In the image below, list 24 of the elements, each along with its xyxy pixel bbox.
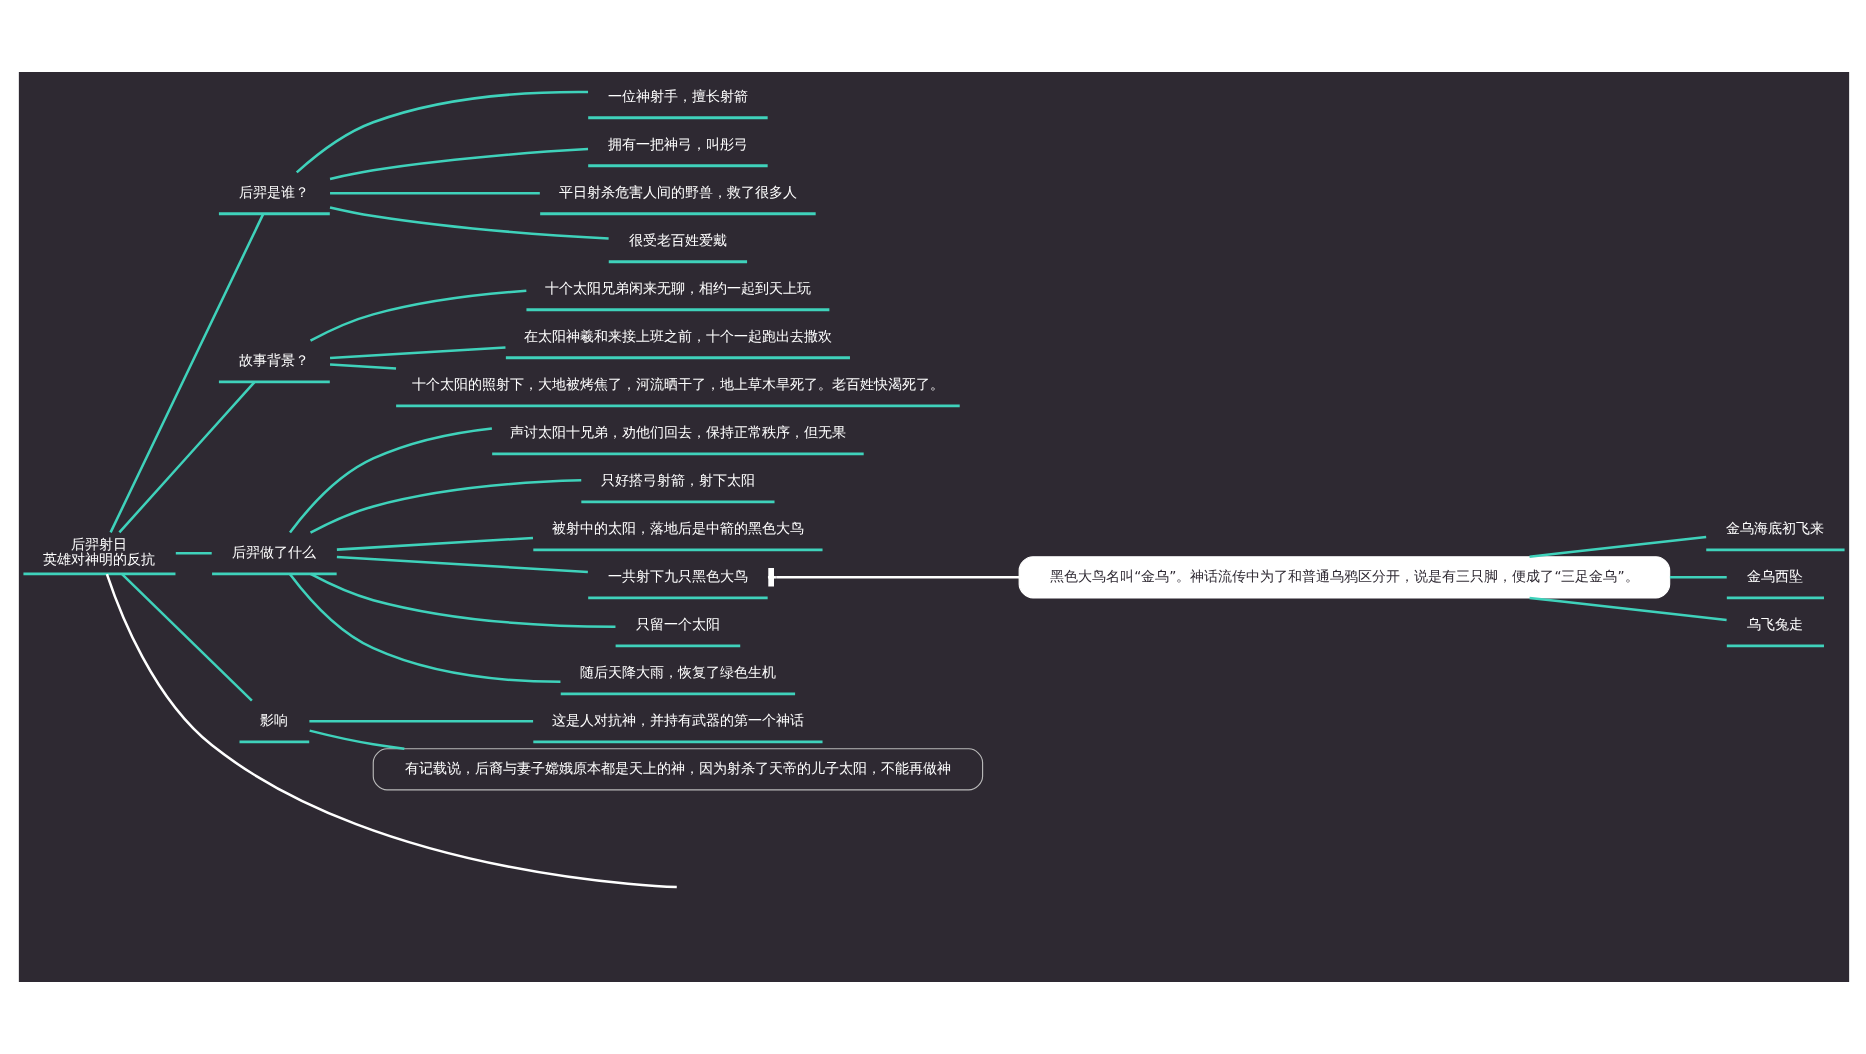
connector	[1528, 535, 1706, 558]
connector	[104, 573, 676, 889]
connector	[108, 213, 264, 533]
connector	[766, 568, 1019, 587]
connector	[328, 346, 505, 360]
connector	[308, 479, 581, 534]
connector	[1528, 596, 1726, 622]
connector	[329, 191, 539, 195]
connector	[335, 555, 587, 574]
connector	[335, 536, 533, 551]
connector	[294, 90, 588, 174]
connector	[119, 573, 252, 702]
connector	[117, 381, 255, 534]
connector	[308, 289, 526, 342]
connector	[288, 573, 560, 684]
connector	[174, 552, 211, 555]
connector	[328, 147, 588, 181]
connector	[1668, 576, 1726, 579]
connector	[308, 720, 533, 723]
connector	[288, 427, 492, 534]
connector	[328, 206, 608, 240]
connector	[308, 572, 615, 628]
connector	[328, 363, 396, 370]
connector	[308, 729, 404, 750]
